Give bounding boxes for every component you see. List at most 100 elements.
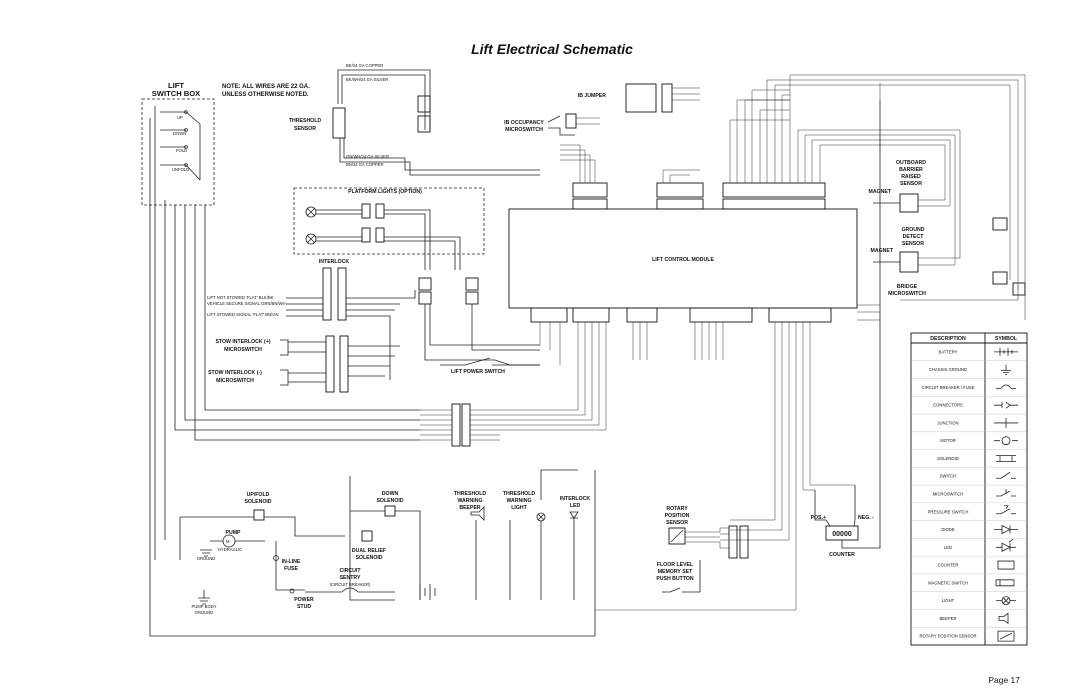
switch-icon <box>996 471 1016 479</box>
inline-fuse-label-2: FUSE <box>284 566 298 572</box>
valve-assembly: DOWN SOLENOID DUAL RELIEF SOLENOID CIRCU… <box>289 476 436 610</box>
rotary-position-sensor: ROTARY POSITION SENSOR FLOOR LEVEL MEMOR… <box>656 506 749 593</box>
ib-occupancy-label-2: MICROSWITCH <box>505 127 543 133</box>
floor-level-label-1: FLOOR LEVEL <box>657 562 694 568</box>
page-number: Page 17 <box>988 675 1020 685</box>
counter-neg-label: NEG. - <box>858 515 874 521</box>
outboard-label-4: SENSOR <box>900 181 922 187</box>
down-solenoid-label-2: SOLENOID <box>376 498 403 504</box>
wire-top-1: BK/24 GA COPPER <box>346 63 383 68</box>
up-fold-label-1: UP/FOLD <box>247 492 270 498</box>
interlock-line-3: LIFT STOWED SIGNAL 'FLAT' BN/GN <box>207 312 278 317</box>
threshold-sensor: THRESHOLD SENSOR BK/24 GA COPPER BK/WH/2… <box>289 63 540 176</box>
interlock-led-label-2: LED <box>570 503 581 509</box>
junction-icon <box>994 417 1018 428</box>
counter: POS.+ NEG. - 00000 COUNTER <box>811 100 881 558</box>
counter-value: 00000 <box>832 531 852 538</box>
hydraulic-label: HYDRAULIC <box>218 547 242 552</box>
legend-row-magnetic-switch: MAGNETIC SWITCH <box>928 580 968 585</box>
beeper-label-3: BEEPER <box>459 505 481 511</box>
stow-plus-label-2: MICROSWITCH <box>224 347 262 353</box>
legend-header-description: DESCRIPTION <box>930 336 966 342</box>
pump-label: PUMP <box>226 530 242 536</box>
switch-box-title-1: LIFT <box>168 81 184 90</box>
light-label-1: THRESHOLD <box>503 491 536 497</box>
connector-icon <box>994 401 1018 409</box>
chassis-ground-icon <box>1001 364 1011 376</box>
light-icon <box>996 596 1016 605</box>
interlock: INTERLOCK LIFT NOT STOWED 'FLAT' BLK/BK … <box>207 259 540 380</box>
beeper-label-2: WARNING <box>457 498 482 504</box>
legend-row-chassis-ground: CHASSIS GROUND <box>929 367 967 372</box>
microswitch-icon <box>996 489 1016 497</box>
lift-switch-box: LIFT SWITCH BOX UP DOWN FOLD UNFOLD <box>141 81 215 206</box>
note-line-2: UNLESS OTHERWISE NOTED. <box>222 92 309 98</box>
platform-lights: PLATFORM LIGHTS (OPTION) <box>293 187 485 270</box>
stow-interlock-switches: STOW INTERLOCK (+) MICROSWITCH STOW INTE… <box>208 335 400 393</box>
legend-row-switch: SWITCH <box>940 474 957 479</box>
legend-row-battery: BATTERY <box>939 349 958 354</box>
switch-position-up: UP <box>177 115 183 120</box>
lift-control-module: LIFT CONTROL MODULE <box>508 74 1026 611</box>
ground-detect-label-2: DETECT <box>903 234 925 240</box>
wire-mid-1: GN/WH/24 GA SILVER <box>346 154 389 159</box>
circuit-sentry-label-2: SENTRY <box>340 575 361 581</box>
battery-icon <box>994 347 1018 356</box>
wire-mid-2: BN/24 GA COPPER <box>346 162 383 167</box>
lift-power-switch: LIFT POWER SWITCH <box>440 357 540 375</box>
diode-icon <box>994 524 1018 535</box>
beeper-label-1: THRESHOLD <box>454 491 487 497</box>
threshold-sensor-label-1: THRESHOLD <box>289 118 322 124</box>
switch-position-fold: FOLD <box>176 148 187 153</box>
legend-row-connectors: CONNECTORS <box>933 403 963 408</box>
dual-relief-label-1: DUAL RELIEF <box>352 548 386 554</box>
ib-jumper: IB JUMPER <box>578 83 700 113</box>
wire-top-2: BK/WH/24 GA SILVER <box>346 77 388 82</box>
pump-assembly: UP/FOLD SOLENOID PUMP M HYDRAULIC GROUND… <box>179 492 345 615</box>
magnet-label-2: MAGNET <box>871 248 894 254</box>
ground-detect-label-1: GROUND <box>901 227 924 233</box>
legend-row-motor: MOTOR <box>940 438 956 443</box>
pressure-switch-icon <box>996 505 1016 515</box>
up-fold-label-2: SOLENOID <box>244 499 271 505</box>
lift-power-switch-label: LIFT POWER SWITCH <box>451 369 505 375</box>
legend-row-beeper: BEEPER <box>940 616 957 621</box>
stow-minus-label-1: STOW INTERLOCK (-) <box>208 370 262 376</box>
floor-level-label-3: PUSH BUTTON <box>656 576 694 582</box>
circuit-sentry-label-1: CIRCUIT <box>339 568 361 574</box>
ground-detect-sensor: GROUND DETECT SENSOR MAGNET <box>871 130 1008 285</box>
rotary-label-1: ROTARY <box>666 506 688 512</box>
counter-pos-label: POS.+ <box>811 515 826 521</box>
stow-minus-label-2: MICROSWITCH <box>216 378 254 384</box>
legend-row-diode: DIODE <box>941 527 954 532</box>
magnetic-switch-icon <box>995 579 1015 587</box>
inline-fuse-label-1: IN-LINE <box>282 559 301 565</box>
power-stud-label-2: STUD <box>297 604 311 610</box>
counter-icon <box>997 560 1015 570</box>
legend-row-counter: COUNTER <box>938 563 959 568</box>
counter-label: COUNTER <box>829 552 855 558</box>
legend-row-pressure-switch: PRESSURE SWITCH <box>928 509 969 514</box>
legend-row-led: LED <box>944 545 952 550</box>
ib-occupancy-microswitch: IB OCCUPANCY MICROSWITCH <box>504 113 600 136</box>
interlock-label: INTERLOCK <box>319 259 350 265</box>
platform-lights-label: PLATFORM LIGHTS (OPTION) <box>348 189 422 195</box>
note-line-1: NOTE: ALL WIRES ARE 22 GA. <box>222 84 310 90</box>
ib-jumper-label: IB JUMPER <box>578 93 607 99</box>
pump-body-label-2: GROUND <box>195 610 214 615</box>
outboard-barrier-sensor: OUTBOARD BARRIER RAISED SENSOR MAGNET <box>869 140 951 213</box>
legend-row-light: LIGHT <box>942 598 955 603</box>
bridge-label-1: BRIDGE <box>897 284 918 290</box>
motor-icon <box>994 436 1018 446</box>
outboard-label-1: OUTBOARD <box>896 160 926 166</box>
power-stud-label-1: POWER <box>294 597 314 603</box>
threshold-warnings: THRESHOLD WARNING BEEPER THRESHOLD WARNI… <box>454 469 596 636</box>
legend-row-junction: JUNCTION <box>937 420 958 425</box>
legend-row-solenoid: SOLENOID <box>937 456 959 461</box>
pump-body-label-1: PUMP BODY <box>191 604 216 609</box>
legend-row-rotary-position-sensor: ROTARY POSITION SENSOR <box>919 634 976 639</box>
mid-connector-block <box>420 400 607 447</box>
lift-control-module-label: LIFT CONTROL MODULE <box>652 257 714 263</box>
